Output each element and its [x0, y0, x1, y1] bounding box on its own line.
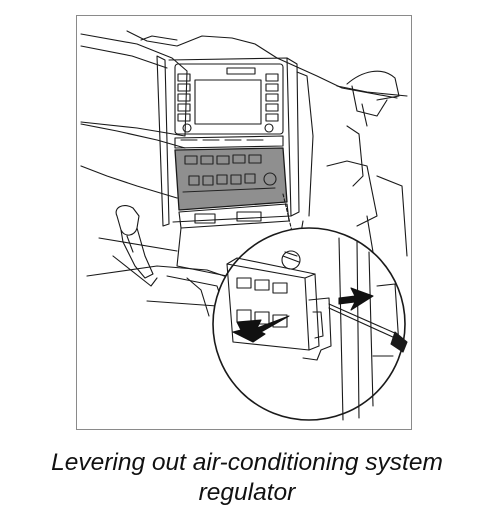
magnified-detail	[212, 227, 408, 421]
head-unit-buttons	[177, 67, 279, 133]
ac-regulator-highlighted	[174, 147, 288, 211]
figure-caption: Levering out air-conditioning system reg…	[0, 448, 494, 508]
passenger-side-panel	[326, 70, 408, 277]
lever-direction-arrows	[232, 287, 374, 343]
regulator-buttons-zoom	[236, 250, 301, 328]
center-console	[156, 55, 300, 227]
illustration-frame	[76, 15, 412, 430]
head-unit	[174, 63, 284, 135]
screwdriver-tool	[328, 303, 408, 353]
pull-out-arrow-icon	[232, 315, 290, 343]
dashboard-illustration	[80, 30, 408, 421]
navigation-screen	[194, 79, 262, 125]
gear-selector	[112, 205, 158, 287]
caption-line-2: regulator	[198, 479, 296, 506]
caption-line-1: Levering out air-conditioning system	[51, 449, 443, 476]
insert-tool-arrow-icon	[338, 287, 374, 311]
